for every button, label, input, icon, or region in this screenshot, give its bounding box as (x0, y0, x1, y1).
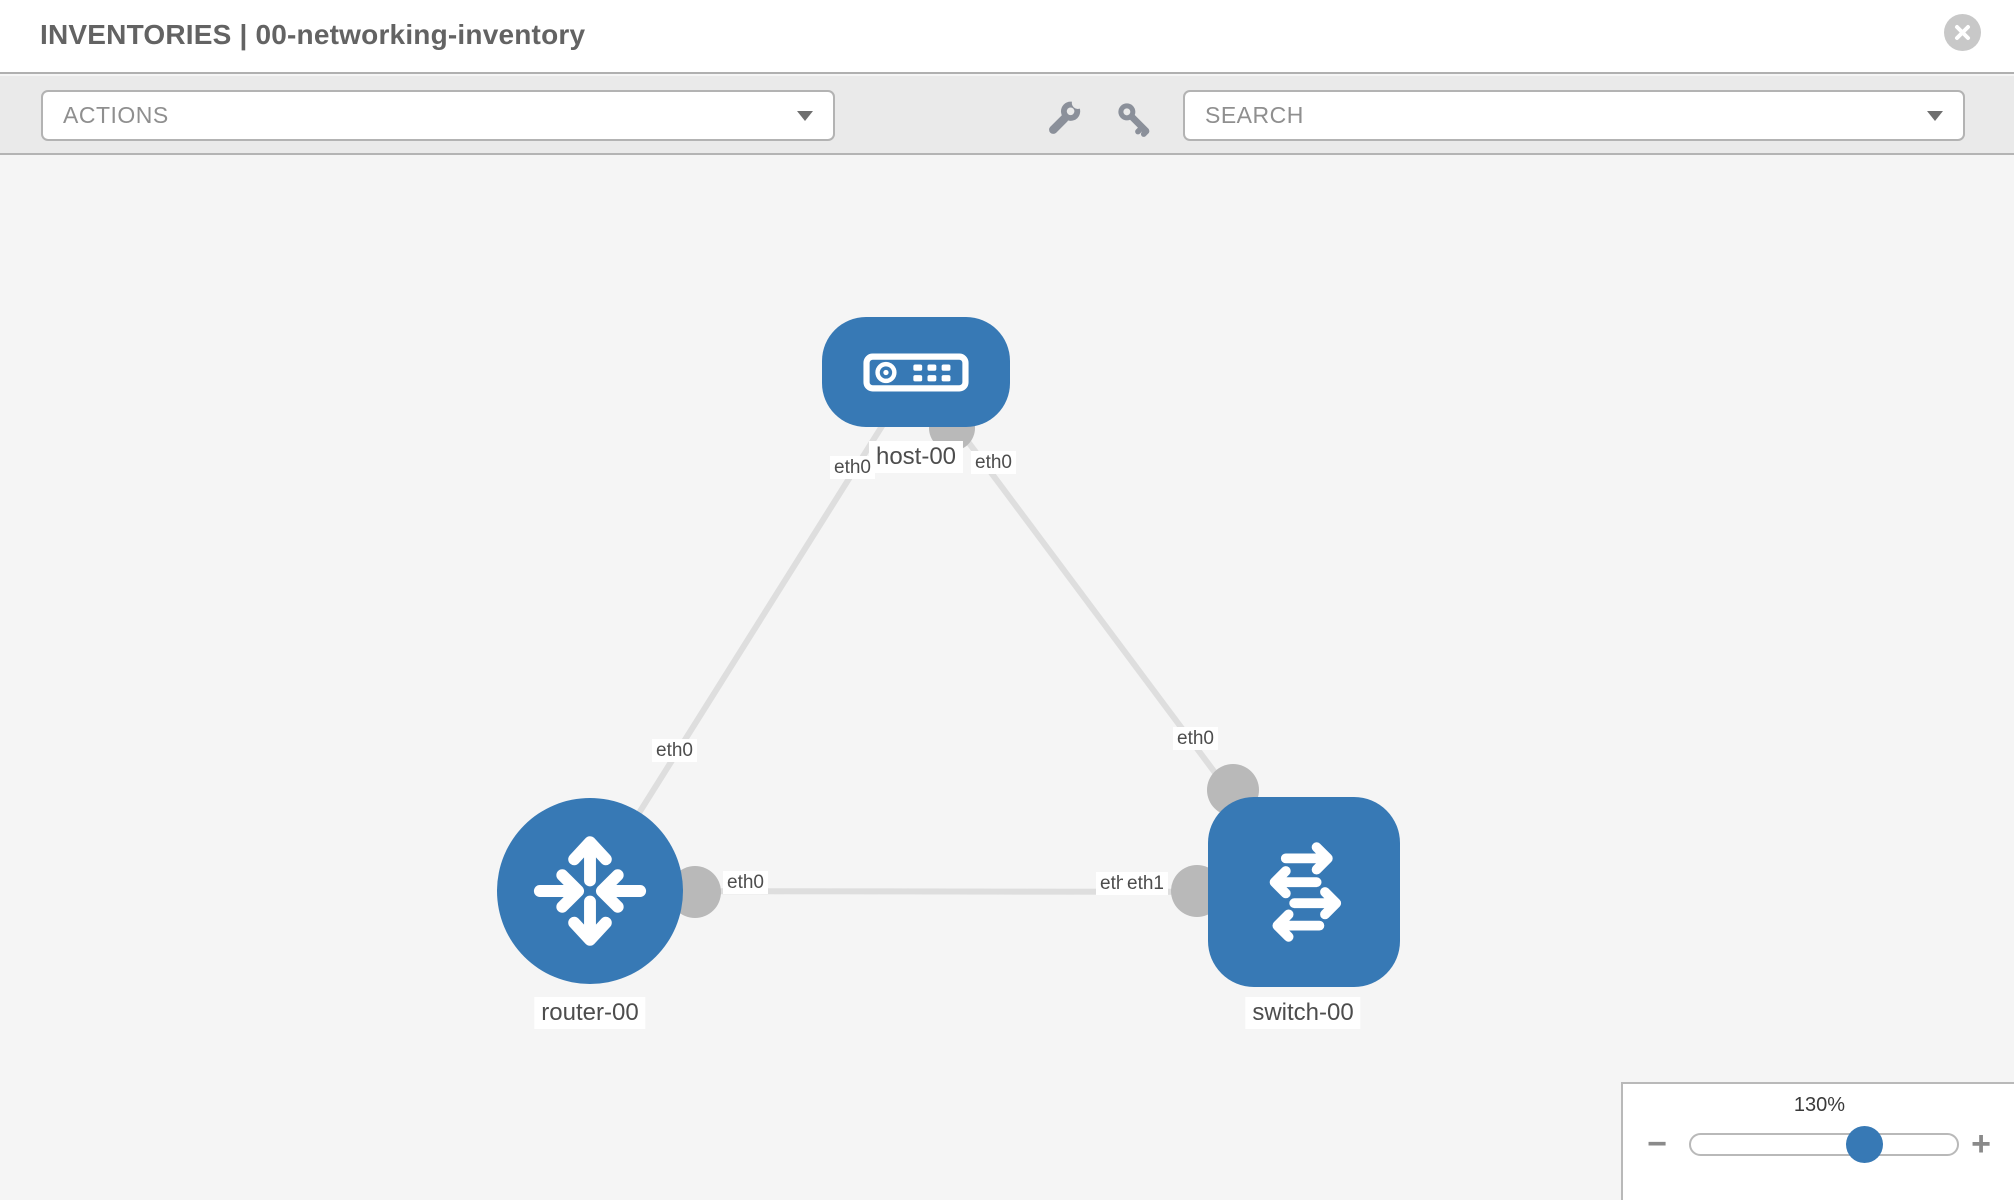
close-icon (1955, 25, 1970, 40)
zoom-level: 130% (1793, 1094, 1846, 1116)
search-dropdown-label: SEARCH (1205, 102, 1304, 128)
host-icon (863, 353, 969, 391)
node-host-00[interactable] (822, 317, 1010, 427)
close-button[interactable] (1944, 14, 1981, 51)
zoom-slider[interactable] (1689, 1126, 1959, 1163)
zoom-control-panel: 130% − + (1621, 1082, 2014, 1200)
chevron-down-icon (1927, 110, 1943, 121)
topology-canvas[interactable]: host-00 router-00 switch-00 eth0 eth0 et… (0, 155, 2014, 1200)
iface-label: eth1 (1123, 872, 1168, 895)
iface-label: eth0 (652, 739, 697, 762)
iface-label: eth0 (830, 456, 875, 479)
node-switch-00[interactable] (1208, 797, 1400, 987)
toolbar: ACTIONS SEARCH (0, 76, 2014, 155)
header: INVENTORIES | 00-networking-inventory (0, 0, 2014, 74)
iface-label: eth0 (723, 871, 768, 894)
zoom-in-button[interactable]: + (1971, 1125, 1991, 1163)
switch-icon (1269, 842, 1342, 942)
chevron-down-icon (797, 110, 813, 121)
search-dropdown[interactable]: SEARCH (1183, 90, 1965, 141)
page-title: INVENTORIES | 00-networking-inventory (40, 19, 586, 50)
credentials-button[interactable] (1111, 98, 1155, 138)
zoom-slider-thumb[interactable] (1846, 1126, 1883, 1163)
iface-label: eth0 (971, 451, 1016, 474)
node-label-router: router-00 (534, 997, 646, 1029)
wrench-icon (1049, 99, 1084, 134)
node-label-switch: switch-00 (1245, 997, 1361, 1029)
node-label-host: host-00 (868, 441, 964, 473)
router-icon (533, 836, 647, 946)
actions-dropdown[interactable]: ACTIONS (41, 90, 835, 141)
topology-edges (587, 370, 1307, 918)
zoom-out-button[interactable]: − (1647, 1125, 1667, 1163)
key-icon (1118, 103, 1150, 137)
iface-label: eth0 (1173, 727, 1218, 750)
node-router-00[interactable] (497, 798, 683, 984)
actions-dropdown-label: ACTIONS (63, 102, 169, 128)
tools-button[interactable] (1043, 98, 1087, 138)
